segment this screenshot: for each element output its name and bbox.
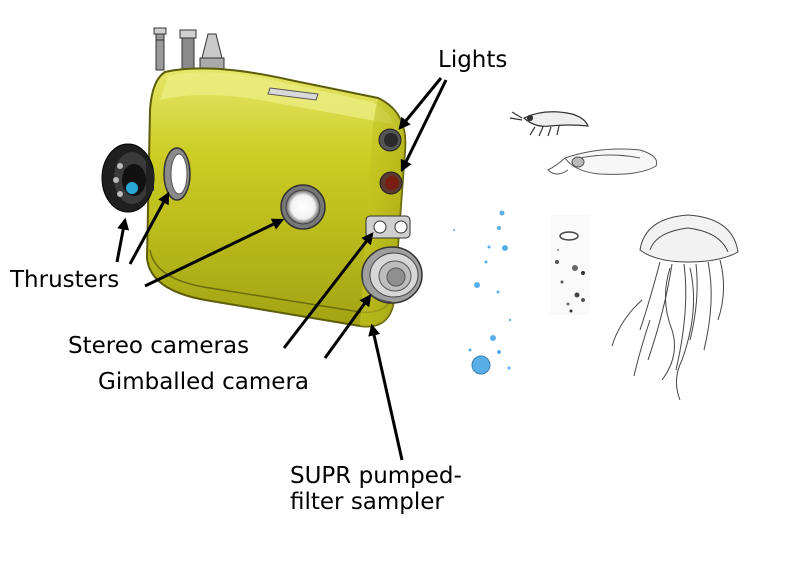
label-stereo-cameras: Stereo cameras <box>68 333 250 359</box>
vehicle-illustration <box>101 27 423 328</box>
label-supr-line1: SUPR pumped- <box>290 463 462 489</box>
label-gimballed-camera: Gimballed camera <box>98 369 309 395</box>
krill-icon <box>509 111 589 137</box>
arrow-stereo-right <box>282 232 374 349</box>
aggregate-image <box>550 215 590 315</box>
arrow-thruster-port <box>128 191 170 265</box>
light-upper <box>378 128 402 152</box>
label-supr-sampler: SUPR pumped- filter sampler <box>290 463 462 515</box>
label-lights: Lights <box>438 47 508 73</box>
arrow-lights-upper <box>398 77 443 130</box>
arrow-gimballed <box>323 294 372 359</box>
pointer-arrows <box>115 77 448 461</box>
jellyfish-icon <box>611 214 739 401</box>
thruster <box>101 143 155 213</box>
light-lower <box>379 171 403 195</box>
arrow-supr <box>368 323 404 461</box>
top-connectors <box>153 27 225 72</box>
label-supr-line2: filter sampler <box>290 489 444 515</box>
label-thrusters: Thrusters <box>10 267 120 293</box>
arrow-stereo-center <box>144 218 285 288</box>
arrow-thruster-left <box>115 217 130 263</box>
particle-field <box>453 210 512 375</box>
camera-bracket <box>365 215 411 239</box>
arrow-lights-lower <box>400 79 448 173</box>
gimballed-camera <box>361 246 423 304</box>
copepod-icon <box>547 148 658 175</box>
